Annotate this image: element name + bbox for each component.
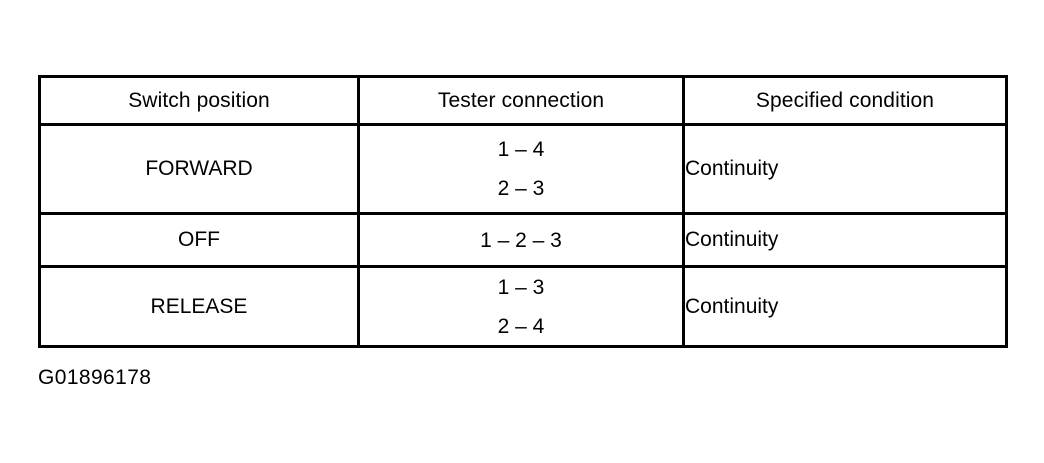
table-row: RELEASE 1 – 3 2 – 4 Continuity [38, 265, 1008, 348]
cell-tester-connection: 1 – 3 2 – 4 [357, 265, 685, 348]
table-header-row: Switch position Tester connection Specif… [38, 75, 1008, 126]
cell-specified-condition: Continuity [682, 123, 1008, 215]
cell-tester-connection: 1 – 2 – 3 [357, 212, 685, 268]
cell-switch-position: OFF [38, 212, 360, 268]
connection-list: 1 – 4 2 – 3 [360, 139, 682, 199]
connection-line: 1 – 2 – 3 [480, 228, 562, 252]
table-row: OFF 1 – 2 – 3 Continuity [38, 212, 1008, 268]
table-header: Switch position Tester connection Specif… [38, 75, 1008, 126]
column-header-tester-connection: Tester connection [357, 75, 685, 126]
connection-line: 1 – 3 [497, 275, 545, 299]
cell-tester-connection: 1 – 4 2 – 3 [357, 123, 685, 215]
column-header-specified-condition: Specified condition [682, 75, 1008, 126]
connection-line: 2 – 4 [497, 314, 545, 338]
column-header-switch-position: Switch position [38, 75, 360, 126]
connection-list: 1 – 3 2 – 4 [360, 277, 682, 337]
connection-line: 1 – 4 [497, 138, 545, 161]
cell-specified-condition: Continuity [682, 212, 1008, 268]
cell-switch-position: RELEASE [38, 265, 360, 348]
specification-table: Switch position Tester connection Specif… [38, 75, 1008, 348]
connection-line: 2 – 3 [497, 177, 545, 200]
table-row: FORWARD 1 – 4 2 – 3 Continuity [38, 123, 1008, 215]
figure-caption: G01896178 [38, 366, 152, 389]
table-body: FORWARD 1 – 4 2 – 3 Continuity OFF 1 – 2… [38, 123, 1008, 348]
cell-switch-position: FORWARD [38, 123, 360, 215]
cell-specified-condition: Continuity [682, 265, 1008, 348]
